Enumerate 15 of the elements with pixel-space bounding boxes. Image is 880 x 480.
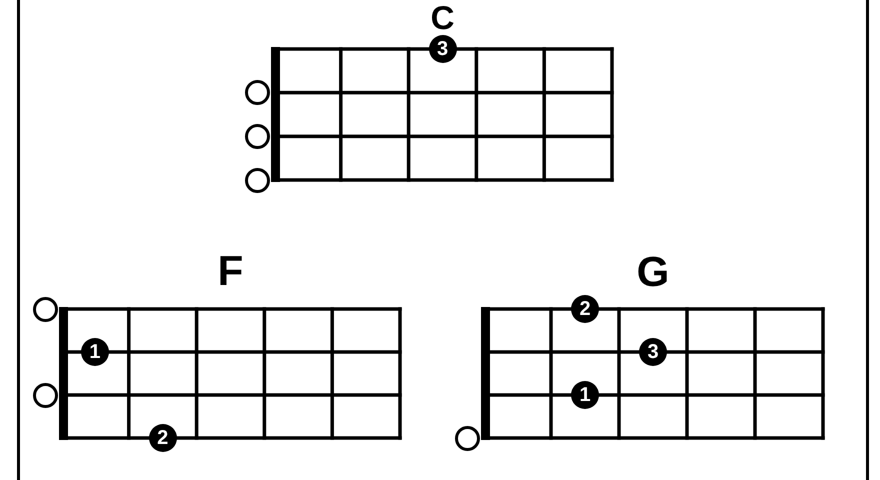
open-circle-icon	[244, 168, 270, 192]
open-circle-icon	[32, 296, 58, 322]
chord-name: F	[218, 250, 244, 292]
finger-dot: 3	[428, 35, 456, 63]
finger-dot: 3	[639, 338, 667, 366]
chord-name: G	[636, 251, 670, 293]
finger-dot: 1	[571, 381, 599, 409]
finger-dot: 2	[571, 295, 599, 323]
open-circle-icon	[32, 382, 58, 408]
open-circle-icon	[244, 80, 270, 106]
open-circle-icon	[454, 426, 480, 450]
finger-dot: 2	[148, 424, 177, 452]
finger-dot: 1	[80, 338, 109, 366]
open-circle-icon	[244, 124, 270, 149]
chord-name: C	[430, 1, 454, 34]
